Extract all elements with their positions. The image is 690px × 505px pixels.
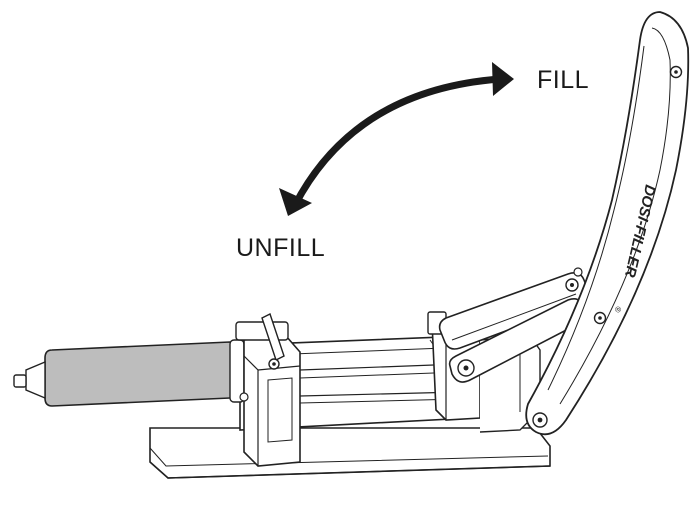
fill-label: FILL: [537, 66, 590, 94]
lever-handle: DOSI-FILLER ®: [525, 11, 690, 436]
front-clamp: [235, 313, 301, 467]
base-plate: [149, 427, 551, 479]
arrow-head-unfill: [279, 188, 312, 216]
unfill-label: UNFILL: [236, 234, 326, 262]
fill-unfill-arrow: [279, 62, 514, 216]
cartridge: [13, 339, 245, 407]
arrow-curve: [291, 75, 504, 209]
registered-mark: ®: [613, 306, 623, 314]
arrow-head-fill: [492, 62, 514, 96]
